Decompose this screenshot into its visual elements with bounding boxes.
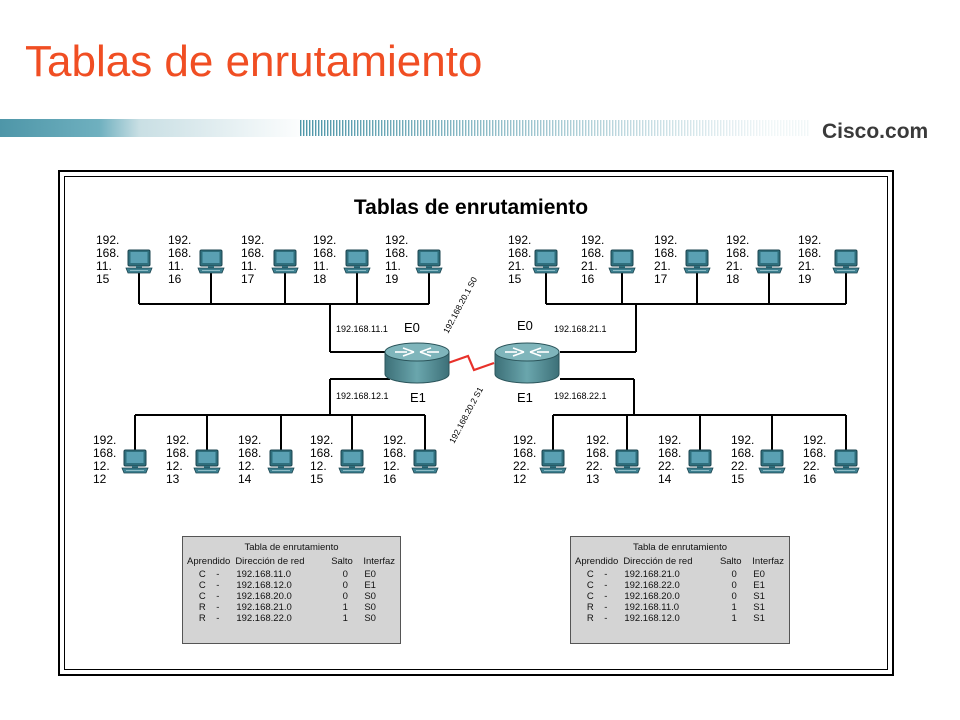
- host-address-label: 192.168.21.15: [508, 233, 531, 286]
- host-address-label: 192.168.22.12: [513, 433, 536, 486]
- host-address-label: 192.168.12.16: [383, 433, 406, 486]
- brand-bar: [0, 119, 809, 137]
- host-address-label: 192.168.21.16: [581, 233, 604, 286]
- host-address-label: 192.168.12.15: [310, 433, 333, 486]
- table-row: C - 192.168.21.0 0 E0: [586, 569, 765, 580]
- computer-icon: [193, 449, 221, 474]
- table-row: C - 192.168.12.0 0 E1: [198, 580, 376, 591]
- host-address-label: 192.168.21.19: [798, 233, 821, 286]
- host-address-label: 192.168.12.12: [93, 433, 116, 486]
- computer-icon: [683, 249, 711, 274]
- computer-icon: [338, 449, 366, 474]
- router-icon: [494, 342, 560, 384]
- host-address-label: 192.168.22.16: [803, 433, 826, 486]
- slide-title: Tablas de enrutamiento: [25, 37, 483, 86]
- computer-icon: [197, 249, 225, 274]
- router-b-serial-label: 192.168.20.2 S1: [447, 385, 485, 445]
- host-address-label: 192.168.11.17: [241, 233, 264, 286]
- col-direccion: Dirección de red: [623, 556, 693, 567]
- computer-icon: [267, 449, 295, 474]
- computer-icon: [686, 449, 714, 474]
- table-row: C - 192.168.11.0 0 E0: [198, 569, 376, 580]
- col-aprendido: Aprendido: [575, 556, 619, 567]
- routing-table-b-grid: Aprendido Dirección de red Salto Interfa…: [573, 555, 789, 624]
- host-address-label: 192.168.22.15: [731, 433, 754, 486]
- routing-table-a-title: Tabla de enrutamiento: [244, 542, 339, 553]
- computer-icon: [832, 249, 860, 274]
- col-salto: Salto: [331, 556, 353, 567]
- col-aprendido: Aprendido: [187, 556, 231, 567]
- host-address-label: 192.168.22.14: [658, 433, 681, 486]
- router-a-e1-ip: 192.168.12.1: [336, 391, 389, 401]
- col-direccion: Dirección de red: [235, 556, 305, 567]
- computer-icon: [415, 249, 443, 274]
- computer-icon: [758, 449, 786, 474]
- table-row: R - 192.168.12.0 1 S1: [586, 613, 765, 624]
- computer-icon: [608, 249, 636, 274]
- computer-icon: [755, 249, 783, 274]
- computer-icon: [271, 249, 299, 274]
- computer-icon: [343, 249, 371, 274]
- routing-table-b: Tabla de enrutamiento Aprendido Direcció…: [570, 536, 790, 644]
- network-diagram: Tablas de enrutamiento 192.168.11.15 192.…: [93, 196, 860, 486]
- host-address-label: 192.168.21.18: [726, 233, 749, 286]
- host-address-label: 192.168.12.14: [238, 433, 261, 486]
- col-salto: Salto: [719, 556, 742, 567]
- router-a-e0-ip: 192.168.11.1: [336, 324, 388, 334]
- col-interfaz: Interfaz: [752, 556, 784, 567]
- table-row: C - 192.168.22.0 0 E1: [586, 580, 765, 591]
- table-row: C - 192.168.20.0 0 S1: [586, 591, 765, 602]
- router-a-serial-label: 192.168.20.1 S0: [441, 275, 479, 335]
- host-address-label: 192.168.12.13: [166, 433, 189, 486]
- table-row: R - 192.168.21.0 1 S0: [198, 602, 376, 613]
- computer-icon: [539, 449, 567, 474]
- table-row: C - 192.168.20.0 0 S0: [198, 591, 376, 602]
- router-a-e1-label: E1: [410, 390, 426, 405]
- host-address-label: 192.168.11.15: [96, 233, 119, 286]
- host-address-label: 192.168.21.17: [654, 233, 677, 286]
- serial-link: [447, 354, 495, 372]
- router-b-e1-label: E1: [517, 390, 533, 405]
- computer-icon: [832, 449, 860, 474]
- diagram-title: Tablas de enrutamiento: [354, 196, 588, 219]
- host-address-label: 192.168.11.18: [313, 233, 336, 286]
- host-address-label: 192.168.11.16: [168, 233, 191, 286]
- routing-table-a: Tabla de enrutamiento Aprendido Direcció…: [182, 536, 401, 644]
- router-a-e0-label: E0: [404, 320, 420, 335]
- computer-icon: [532, 249, 560, 274]
- computer-icon: [121, 449, 149, 474]
- router-b-e0-label: E0: [517, 318, 533, 333]
- computer-icon: [125, 249, 153, 274]
- computer-icon: [411, 449, 439, 474]
- host-address-label: 192.168.11.19: [385, 233, 408, 286]
- router-b-e0-ip: 192.168.21.1: [554, 324, 607, 334]
- computer-icon: [613, 449, 641, 474]
- routing-table-b-title: Tabla de enrutamiento: [632, 542, 727, 553]
- router-b-e1-ip: 192.168.22.1: [554, 391, 607, 401]
- col-interfaz: Interfaz: [363, 556, 396, 567]
- table-row: R - 192.168.11.0 1 S1: [586, 602, 765, 613]
- routing-table-a-grid: Aprendido Dirección de red Salto Interfa…: [185, 555, 400, 624]
- router-icon: [384, 342, 450, 384]
- network-figure: Tablas de enrutamiento 192.168.11.15 192.…: [58, 170, 894, 676]
- host-address-label: 192.168.22.13: [586, 433, 609, 486]
- cisco-logo: Cisco.com: [822, 120, 929, 143]
- table-row: R - 192.168.22.0 1 S0: [198, 613, 376, 624]
